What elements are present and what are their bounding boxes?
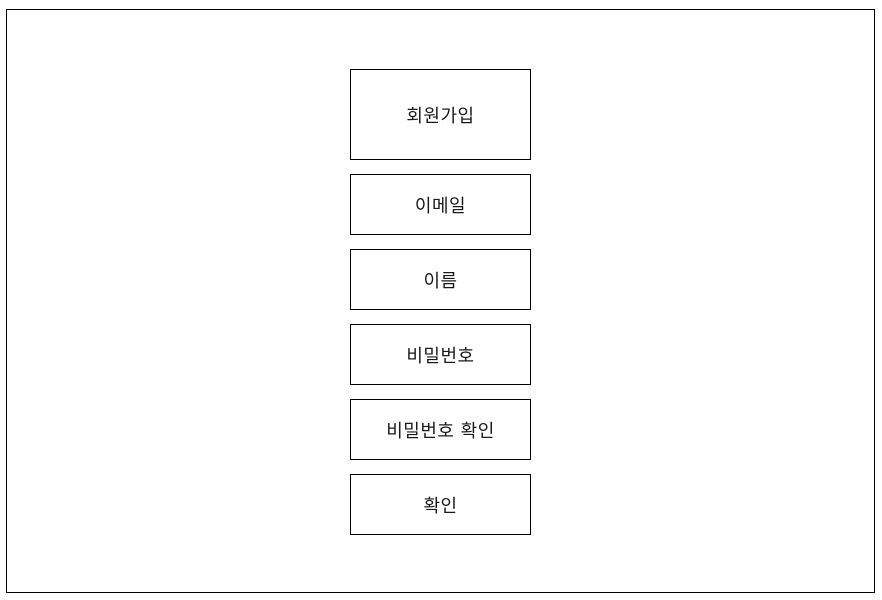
email-field[interactable]: 이메일 [350,174,531,235]
confirm-button-label: 확인 [423,495,458,517]
confirm-button[interactable]: 확인 [350,474,531,535]
email-field-label: 이메일 [414,195,467,217]
name-field-label: 이름 [423,270,458,292]
password-confirm-field-label: 비밀번호 확인 [386,420,495,442]
page-title: 회원가입 [350,69,531,160]
name-field[interactable]: 이름 [350,249,531,310]
password-field-label: 비밀번호 [406,345,475,367]
page-title-label: 회원가입 [406,105,475,127]
password-confirm-field[interactable]: 비밀번호 확인 [350,399,531,460]
password-field[interactable]: 비밀번호 [350,324,531,385]
